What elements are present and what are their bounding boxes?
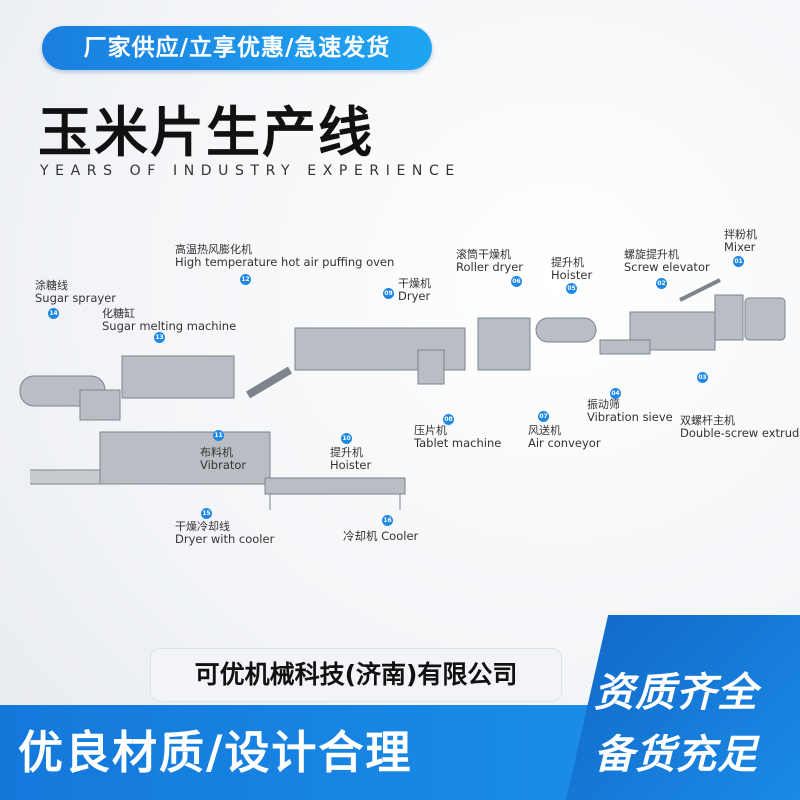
machine-badge-01: 01 — [733, 256, 744, 267]
slogan-band — [0, 705, 600, 800]
machine-badge-11: 11 — [213, 430, 224, 441]
machine-badge-14: 14 — [48, 308, 59, 319]
page-title: 玉米片生产线 — [38, 101, 374, 164]
machine-badge-15: 15 — [201, 508, 212, 519]
machine-badge-06: 06 — [511, 276, 522, 287]
slogan-text: 优良材质/设计合理 — [18, 726, 413, 779]
company-name: 可优机械科技(济南)有限公司 — [150, 648, 562, 702]
production-line-illustration — [19, 278, 786, 510]
right-promo-block — [566, 615, 800, 800]
machine-badge-09: 09 — [383, 288, 394, 299]
machine-badge-10: 10 — [341, 433, 352, 444]
machine-badge-12: 12 — [240, 274, 251, 285]
right-promo-line2: 备货充足 — [594, 732, 758, 778]
machine-badge-05: 05 — [566, 283, 577, 294]
machine-badge-16: 16 — [382, 515, 393, 526]
right-promo-line1: 资质齐全 — [594, 670, 758, 716]
page-subtitle: YEARS OF INDUSTRY EXPERIENCE — [40, 163, 461, 179]
machine-label-cooler: 冷却机 Cooler — [343, 529, 419, 543]
machine-badge-04: 04 — [610, 388, 621, 399]
machine-badge-03: 03 — [697, 372, 708, 383]
machine-badge-13: 13 — [154, 332, 165, 343]
machine-badge-07: 07 — [538, 411, 549, 422]
machine-badge-02: 02 — [656, 278, 667, 289]
machine-badge-08: 08 — [443, 414, 454, 425]
promo-pill: 厂家供应/立享优惠/急速发货 — [42, 26, 432, 70]
